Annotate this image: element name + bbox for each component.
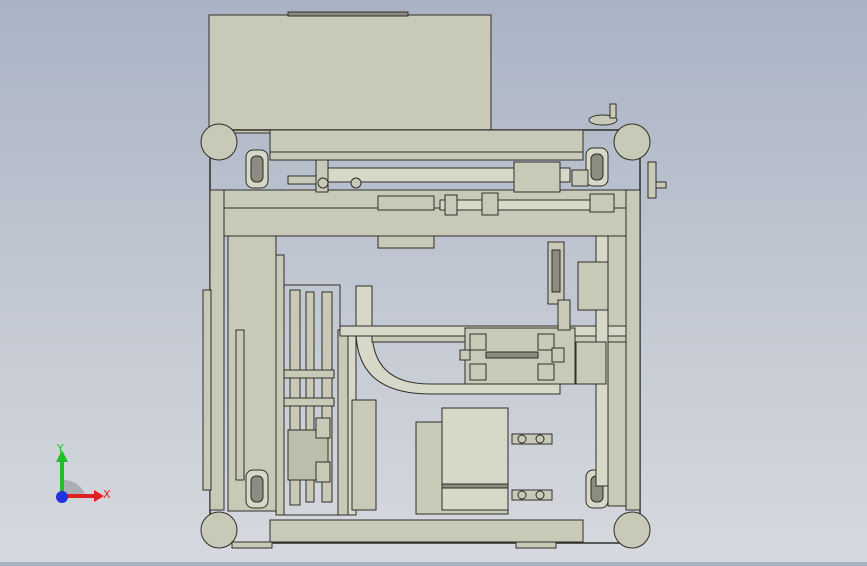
x-axis-head-icon bbox=[94, 490, 104, 502]
axis-triad: Y X bbox=[56, 442, 111, 503]
corner-caster-tr bbox=[585, 123, 651, 187]
sensor-bracket-lower bbox=[511, 489, 553, 501]
vertical-actuator bbox=[547, 235, 609, 487]
z-axis-dot-icon bbox=[56, 491, 68, 503]
corner-caster-tl bbox=[200, 123, 269, 189]
slider-block bbox=[459, 327, 576, 385]
hand-wheel bbox=[588, 103, 667, 199]
y-axis-head-icon bbox=[56, 450, 68, 462]
curved-guide bbox=[351, 285, 561, 511]
upper-cylinder bbox=[287, 159, 589, 193]
sensor-bracket-upper bbox=[511, 433, 553, 445]
mid-cylinder bbox=[377, 192, 615, 249]
y-axis-label: Y bbox=[56, 442, 64, 455]
top-hopper-box bbox=[208, 11, 492, 134]
corner-caster-bl bbox=[200, 469, 269, 549]
x-axis-label: X bbox=[103, 488, 111, 501]
bottom-feet bbox=[231, 541, 557, 549]
left-plate-stack bbox=[202, 254, 357, 516]
lower-bin bbox=[415, 407, 509, 515]
triad-plane-icon bbox=[64, 479, 86, 498]
